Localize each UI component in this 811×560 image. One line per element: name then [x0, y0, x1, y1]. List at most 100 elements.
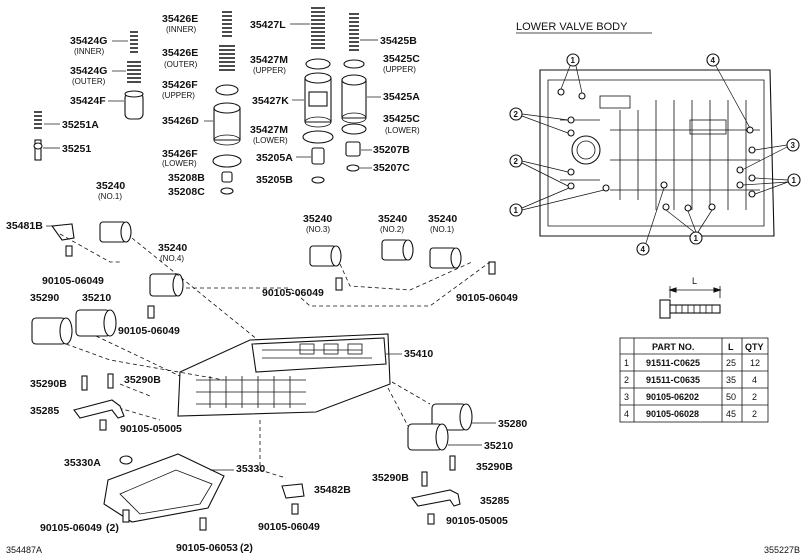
callout-35330a: 35330A — [64, 457, 101, 469]
callout-35240-no3: 35240 — [303, 213, 332, 225]
ref-circle-1-left: 1 — [509, 187, 605, 217]
callout-35425c-lower: 35425C — [383, 113, 420, 125]
lower-valve-body-top-view — [539, 69, 775, 237]
callout-35424g-inner: 35424G — [70, 35, 107, 47]
ring-35425c-lower — [341, 123, 367, 135]
callout-90105-06049-c: 90105-06049 — [456, 292, 518, 304]
solenoid-35240-no1b — [429, 247, 462, 269]
table-row-4-part: 90105-06028 — [646, 409, 699, 419]
svg-text:3: 3 — [791, 141, 796, 150]
callout-35482b: 35482B — [314, 484, 351, 496]
callout-35240-no2: 35240 — [378, 213, 407, 225]
plate-35285b — [411, 489, 461, 507]
table-row-2-part: 91511-C0635 — [646, 375, 700, 385]
bolt-length-label: L — [692, 276, 697, 286]
spring-35424g-inner — [130, 31, 138, 53]
callout-35424g-outer-sub: (OUTER) — [72, 77, 106, 86]
plug-35208b — [221, 171, 233, 183]
solenoid-35210 — [75, 309, 117, 337]
svg-text:2: 2 — [514, 157, 519, 166]
table-row-1-ref: 1 — [624, 358, 629, 368]
callout-35285b: 35285 — [480, 495, 509, 507]
callout-35426f-upper: 35426F — [162, 79, 198, 91]
callout-35426f-lower-sub: (LOWER) — [162, 159, 197, 168]
callout-35425c-upper: 35425C — [383, 53, 420, 65]
callout-35290: 35290 — [30, 292, 59, 304]
ref-circle-1-top: 1 — [560, 53, 583, 94]
solenoid-35240-no2 — [381, 239, 414, 261]
bolt-90105-06049-b — [335, 277, 343, 291]
lower-valve-body-35410 — [177, 333, 391, 417]
callout-35426f-lower: 35426F — [162, 148, 198, 160]
solenoid-35210b — [407, 423, 449, 451]
piston-35426d — [213, 102, 241, 146]
callout-35240-no1b: 35240 — [428, 213, 457, 225]
callout-90105-06049-d: 90105-06049 — [118, 325, 180, 337]
spring-35427l — [311, 7, 325, 49]
corner-ref-label: 354487A — [6, 545, 42, 555]
callout-90105-06049-e: 90105-06049 — [258, 521, 320, 533]
callout-35290b-d: 35290B — [372, 472, 409, 484]
gasket-35330a — [119, 455, 133, 465]
table-row-4-qty: 2 — [752, 409, 757, 419]
callout-35210b: 35210 — [484, 440, 513, 452]
pin-35290b-d — [421, 471, 428, 487]
bolt-90105-06049-e — [291, 503, 299, 515]
bracket-35481b — [51, 223, 75, 241]
callout-90105-05005-b: 90105-05005 — [446, 515, 508, 527]
spring-35426e-outer — [219, 45, 235, 71]
piston-35425a — [341, 74, 367, 124]
table-row-4-l: 45 — [726, 409, 736, 419]
ref-circle-2-upper: 2 — [509, 107, 569, 134]
callout-35426e-outer: 35426E — [162, 47, 198, 59]
plunger-35424f — [124, 90, 144, 120]
table-row-3-qty: 2 — [752, 392, 757, 402]
bolt-strainer-right — [199, 517, 207, 531]
solenoid-35240-no3 — [309, 245, 342, 267]
pin-35290b-b — [107, 373, 114, 389]
callout-35427m-upper: 35427M — [250, 54, 288, 66]
clip-35207c — [346, 164, 360, 172]
callout-35410: 35410 — [404, 348, 433, 360]
spring-35425b — [349, 13, 359, 51]
callout-35205a: 35205A — [256, 152, 293, 164]
callout-35426e-inner: 35426E — [162, 13, 198, 25]
table-header-part-no: PART NO. — [652, 342, 694, 352]
plug-35207b — [345, 141, 361, 157]
callout-90105-06053-2: 90105-06053 — [176, 542, 238, 554]
ring-35426f-lower — [212, 154, 242, 168]
callout-90105-06049-2-qty: (2) — [106, 522, 119, 534]
table-row-1-l: 25 — [726, 358, 736, 368]
ring-35427m-upper — [305, 58, 331, 70]
callout-35424f: 35424F — [70, 95, 106, 107]
ref-circle-1-bottom: 1 — [665, 209, 713, 245]
callout-35424g-inner-sub: (INNER) — [74, 47, 105, 56]
callout-35330: 35330 — [236, 463, 265, 475]
svg-text:1: 1 — [694, 234, 699, 243]
callout-35425c-upper-sub: (UPPER) — [383, 65, 416, 74]
table-row-4-ref: 4 — [624, 409, 629, 419]
ref-circle-3: 3 — [741, 138, 800, 171]
callout-35251: 35251 — [62, 143, 91, 155]
callout-35427m-lower: 35427M — [250, 124, 288, 136]
callout-90105-06049-a: 90105-06049 — [42, 275, 104, 287]
svg-text:4: 4 — [641, 245, 646, 254]
bolt-90105-06049-d — [147, 305, 155, 319]
bolt-length-sketch — [659, 286, 722, 319]
pin-35290b-c — [449, 455, 456, 471]
plug-35205a — [311, 147, 325, 165]
callout-35426e-outer-sub: (OUTER) — [164, 60, 198, 69]
callout-35210: 35210 — [82, 292, 111, 304]
callout-35240-no1b-sub: (NO.1) — [430, 225, 454, 234]
solenoid-35240-no4 — [149, 273, 184, 297]
ring-35427m-lower — [302, 130, 334, 144]
ref-circle-4-bottom: 4 — [636, 187, 665, 256]
bolt-table-text: PART NO. L QTY 1 91511-C0625 25 12 2 915… — [624, 342, 764, 419]
callout-35240-no4-sub: (NO.4) — [160, 254, 184, 263]
callout-35290b-c: 35290B — [476, 461, 513, 473]
callout-90105-06053-2-qty: (2) — [240, 542, 253, 554]
callout-35207b: 35207B — [373, 144, 410, 156]
callout-35425a: 35425A — [383, 91, 420, 103]
bolt-90105-06049-a — [65, 245, 73, 257]
